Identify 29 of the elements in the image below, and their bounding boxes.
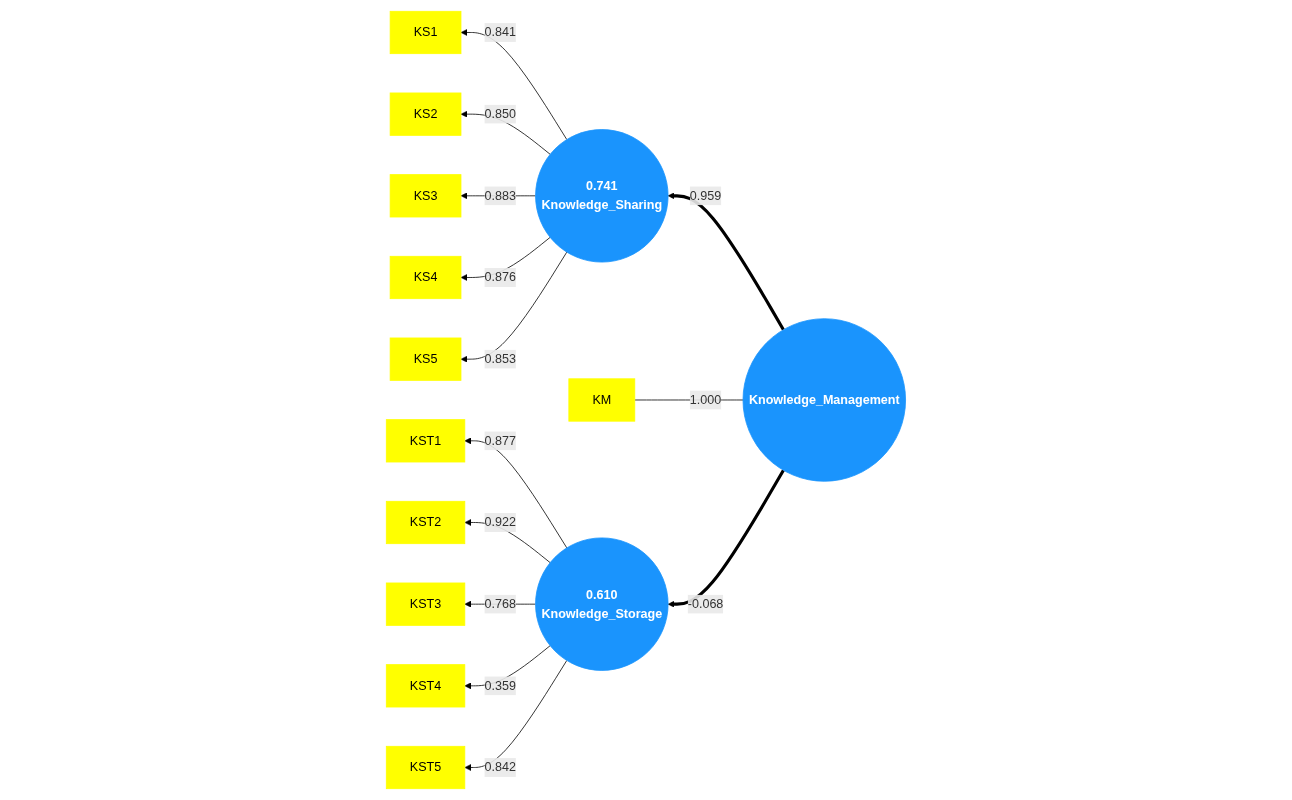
node-box: KS1: [389, 10, 462, 55]
edge-label: 0.883: [484, 188, 516, 203]
node-box: KST5: [385, 745, 466, 790]
edge-label: 0.877: [484, 433, 516, 448]
node-box: KM: [568, 378, 636, 422]
node-circle: 0.610 Knowledge_Storage: [535, 537, 669, 671]
node-circle: Knowledge_Management: [742, 318, 907, 482]
node-box: KS4: [389, 255, 462, 300]
node-box: KS3: [389, 174, 462, 218]
edge-label: 0.842: [484, 760, 516, 774]
edge-label: 0.841: [484, 25, 516, 39]
node-box: KST3: [385, 582, 466, 626]
edge-label: 0.850: [484, 107, 516, 121]
edge-label: 1.000: [689, 392, 722, 407]
edge-label: 0.876: [484, 270, 516, 284]
arrow: [667, 192, 785, 331]
edge-label: 0.359: [484, 678, 516, 693]
node-box: KS5: [389, 337, 462, 381]
edge-label: 0.959: [689, 188, 722, 203]
edge-label: -0.068: [687, 597, 724, 611]
edge-label: 0.853: [484, 352, 516, 366]
edge-label: 0.922: [484, 515, 516, 529]
edge-label: 0.768: [484, 597, 516, 611]
node-box: KST4: [385, 664, 466, 708]
node-box: KS2: [389, 92, 462, 136]
node-box: KST2: [385, 500, 466, 545]
arrow: [667, 469, 785, 608]
node-circle: 0.741 Knowledge_Sharing: [535, 129, 669, 263]
node-box: KST1: [385, 419, 466, 463]
